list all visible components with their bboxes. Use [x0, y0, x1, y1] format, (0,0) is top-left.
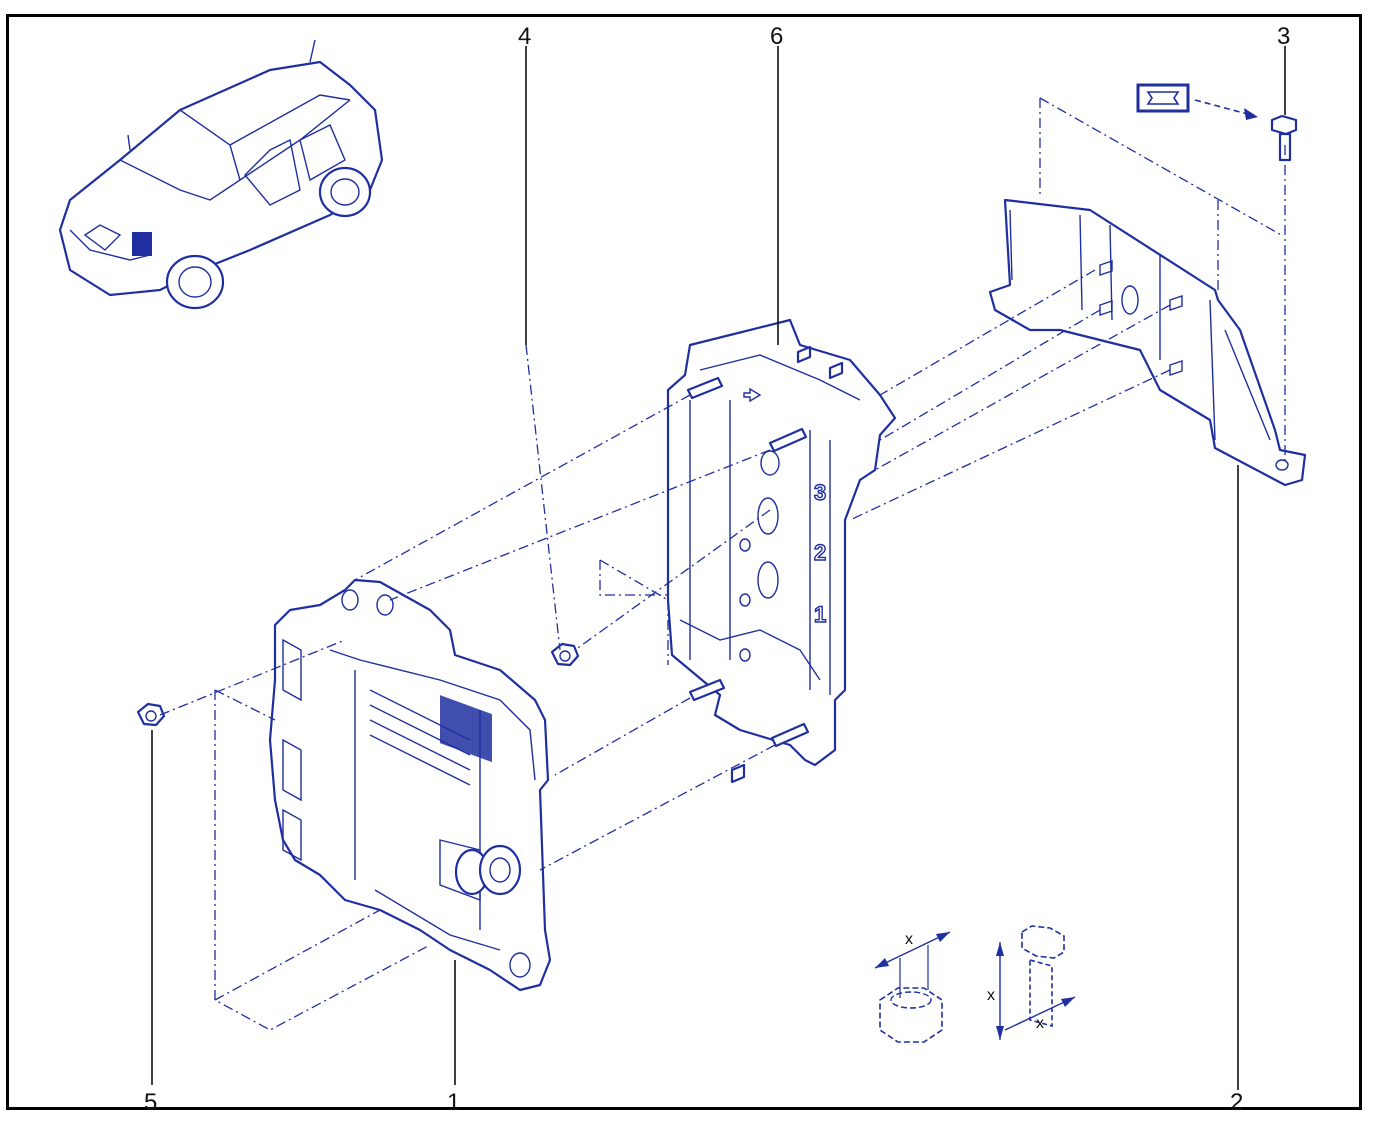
callout-6: 6: [770, 23, 783, 50]
dimension-label-nut: x: [905, 931, 913, 948]
callout-4: 4: [518, 23, 531, 50]
nut-dimension-symbol: x: [874, 931, 951, 1043]
leader-lines: [151, 46, 1286, 1090]
main-support-bracket: 3 2 1: [666, 318, 897, 767]
dimension-label-bolt-length: x: [987, 987, 995, 1004]
vehicle-locator-icon: [58, 39, 384, 310]
stamped-number-2: 2: [814, 540, 826, 565]
diagram-frame: [6, 14, 1362, 1110]
dimension-label-bolt-diameter: x: [1036, 1015, 1044, 1032]
bolt-part-3: [1270, 114, 1298, 162]
stamped-number-3: 3: [814, 480, 826, 505]
nut-part-5: [136, 702, 166, 727]
electronic-control-unit: [268, 578, 552, 992]
rear-bracket: [988, 198, 1307, 487]
callout-2: 2: [1230, 1089, 1243, 1116]
bracket-studs: [686, 345, 844, 784]
bolt-dimension-symbol: x x: [987, 925, 1076, 1040]
assembly-lines: [159, 97, 1286, 1031]
torque-label-icon: [1136, 83, 1258, 120]
nut-part-4: [550, 642, 580, 667]
callout-3: 3: [1277, 23, 1290, 50]
stamped-number-1: 1: [814, 602, 826, 627]
callout-1: 1: [447, 1089, 460, 1116]
callout-5: 5: [144, 1089, 157, 1116]
